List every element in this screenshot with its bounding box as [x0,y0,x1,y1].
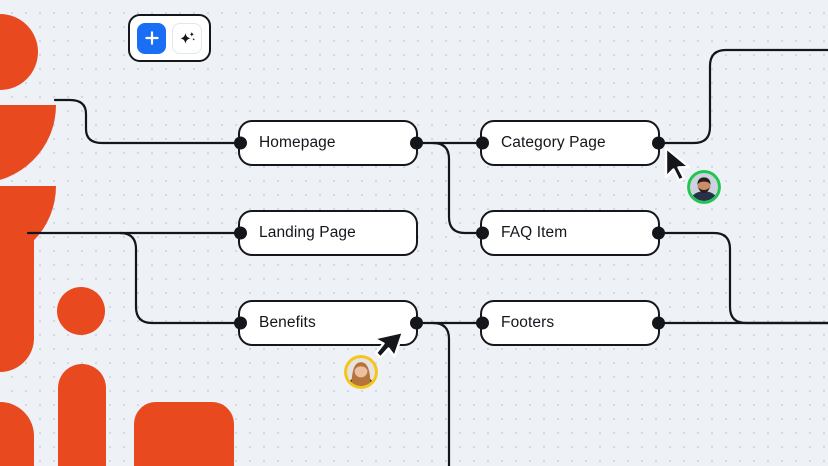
ai-sparkle-button[interactable] [172,22,202,54]
edge-left-to-benefits [118,231,240,325]
avatar-ring [344,355,378,389]
node-category-page[interactable]: Category Page [475,120,665,166]
node-port-right[interactable] [409,316,423,330]
node-footers[interactable]: Footers [475,300,665,346]
edge-left-to-homepage [53,98,240,145]
edge-category-to-right [658,48,828,145]
deco-rounded-square [134,402,234,466]
node-label: Benefits [259,314,316,331]
node-port-right[interactable] [651,226,665,240]
node-label: Footers [501,314,555,331]
node-port-right[interactable] [651,136,665,150]
node-label: FAQ Item [501,224,568,241]
deco-half-circle-mid-1 [0,105,56,180]
avatar-ring [687,170,721,204]
plus-icon [145,31,159,45]
deco-pill [58,364,106,466]
node-port-right[interactable] [409,136,423,150]
node-port-left[interactable] [475,226,489,240]
node-label: Category Page [501,134,606,151]
node-port-left[interactable] [233,226,247,240]
collaborator-cursor-2 [372,330,405,359]
collaborator-avatar-2[interactable] [344,355,378,389]
deco-half-circle-top [0,14,38,90]
deco-rounded-bar-left-2 [0,402,34,466]
node-landing-page[interactable]: Landing Page [233,210,418,256]
add-node-button[interactable] [137,22,167,54]
floating-toolbar[interactable] [128,14,211,62]
node-port-left[interactable] [233,136,247,150]
collaborator-avatar-1[interactable] [687,170,721,204]
node-label: Homepage [259,134,336,151]
node-faq-item[interactable]: FAQ Item [475,210,665,256]
deco-half-circle-mid-2 [0,186,56,261]
deco-circle [57,287,105,335]
deco-rounded-bar-left [0,196,34,372]
node-port-left[interactable] [475,316,489,330]
node-port-right[interactable] [651,316,665,330]
sparkle-icon [180,31,195,44]
edge-benefits-to-bottom [431,321,451,466]
edge-homepage-to-faq [431,141,482,235]
node-label: Landing Page [259,224,356,241]
edge-faq-to-right [658,231,828,325]
node-port-left[interactable] [475,136,489,150]
collaborator-cursor-1 [664,146,691,182]
node-port-left[interactable] [233,316,247,330]
node-homepage[interactable]: Homepage [233,120,423,166]
